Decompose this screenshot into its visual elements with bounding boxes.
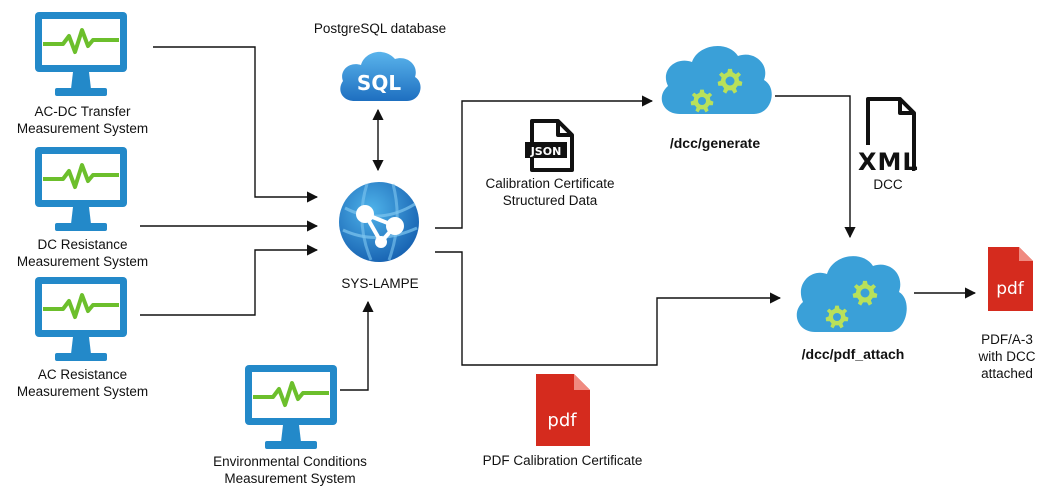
env-label-line2: Measurement System — [224, 471, 356, 486]
attach-label: /dcc/pdf_attach — [801, 346, 905, 362]
json-label-line1: Calibration Certificate — [485, 176, 615, 191]
sql-cloud-icon: SQL — [340, 51, 421, 101]
edge-acdc-to-lampe — [153, 46, 319, 203]
pdf-certificate-icon: pdf — [536, 374, 590, 446]
pdf-certificate-icon-text: pdf — [547, 410, 577, 431]
attach-cloud-icon — [796, 256, 907, 332]
monitor-icon-dcres — [35, 147, 127, 231]
json-label-line2: Structured Data — [502, 193, 598, 208]
acres-label-line2: Measurement System — [16, 384, 149, 399]
env-label-line1: Environmental Conditions — [213, 454, 367, 469]
sql-icon-text: SQL — [357, 71, 401, 95]
pdf-output-icon-text: pdf — [996, 279, 1025, 299]
edge-acres-to-lampe — [140, 244, 319, 316]
monitor-icon-acdc — [35, 12, 127, 96]
monitor-icon-env — [245, 365, 337, 449]
json-file-icon: JSON — [525, 119, 574, 172]
json-icon-text: JSON — [530, 145, 562, 158]
acdc-label: AC-DC Transfer Measurement System — [0, 103, 165, 137]
pdf-output-label-line3: attached — [981, 366, 1033, 381]
postgres-label: PostgreSQL database — [313, 21, 447, 36]
lampe-label: SYS-LAMPE — [341, 276, 419, 291]
pdf-certificate-label: PDF Calibration Certificate — [482, 453, 643, 468]
dcres-label-line2: Measurement System — [16, 254, 149, 269]
acres-label-line1: AC Resistance — [37, 367, 128, 382]
edge-lampe-to-attach — [435, 251, 782, 366]
pdf-output-label-line2: with DCC — [978, 349, 1036, 364]
pdf-output-label-line1: PDF/A-3 — [981, 332, 1033, 347]
pdf-output-label: PDF/A-3 with DCC attached — [968, 331, 1046, 382]
dcres-label: DC Resistance Measurement System — [0, 236, 165, 270]
json-label: Calibration Certificate Structured Data — [470, 175, 630, 209]
lampe-globe-icon — [339, 182, 419, 262]
dcres-label-line1: DC Resistance — [37, 237, 128, 252]
edge-env-to-lampe — [340, 300, 374, 391]
pdf-output-icon: pdf — [988, 247, 1033, 311]
acres-label: AC Resistance Measurement System — [0, 366, 165, 400]
acdc-label-line1: AC-DC Transfer — [34, 104, 131, 119]
acdc-label-line2: Measurement System — [16, 121, 149, 136]
env-label: Environmental Conditions Measurement Sys… — [200, 453, 380, 487]
edge-lampe-to-generate — [435, 95, 654, 229]
generate-cloud-icon — [661, 45, 772, 114]
xml-label: DCC — [873, 177, 903, 192]
xml-icon-text: XML — [858, 148, 919, 176]
monitor-icon-acres — [35, 277, 127, 361]
edge-generate-to-attach — [775, 95, 856, 239]
xml-file-icon — [856, 97, 916, 173]
generate-label: /dcc/generate — [669, 135, 761, 151]
